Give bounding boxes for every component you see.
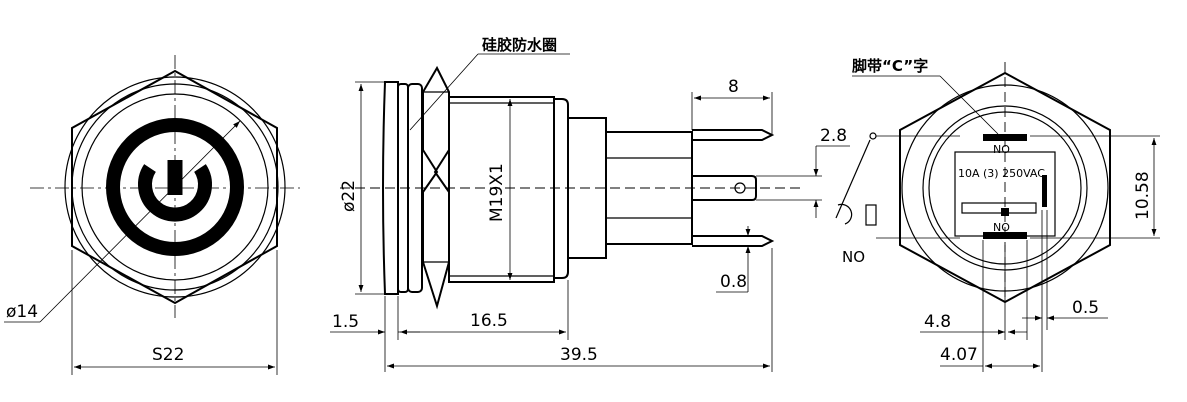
flange-label: 1.5 (332, 312, 359, 332)
front-width-label: S22 (152, 345, 184, 365)
gap-label: 0.5 (1072, 298, 1099, 318)
switch-no-label: NO (842, 248, 865, 266)
side-view: 硅胶防水圈 ø22 M19X1 8 2.8 0.8 1.5 (330, 36, 850, 372)
hex-nut-outline (71, 69, 278, 305)
height-label: 10.58 (1133, 171, 1153, 220)
body-label: 16.5 (470, 311, 508, 331)
offset-label: 4.8 (924, 312, 951, 332)
terminal-width-label: 0.8 (720, 272, 747, 292)
terminal-thickness-label: 2.8 (820, 126, 847, 146)
outer-diameter-label: ø22 (339, 180, 359, 212)
front-diameter-label: ø14 (6, 302, 38, 322)
back-view: NO NO 10A (3) 250VAC 脚带“C”字 NO 10.58 4.8… (835, 57, 1160, 372)
pin-label: 脚带“C”字 (852, 57, 928, 75)
no-bottom-label: NO (993, 221, 1010, 234)
no-top-label: NO (993, 143, 1010, 156)
terminal-length-label: 8 (728, 77, 739, 97)
rating-label: 10A (3) 250VAC (958, 167, 1045, 180)
total-length-label: 39.5 (560, 345, 598, 365)
thread-label: M19X1 (487, 163, 507, 222)
front-view: ø14 S22 (4, 55, 300, 375)
spacing-label: 4.07 (940, 345, 978, 365)
power-icon (106, 118, 244, 256)
seal-label: 硅胶防水圈 (482, 36, 557, 54)
